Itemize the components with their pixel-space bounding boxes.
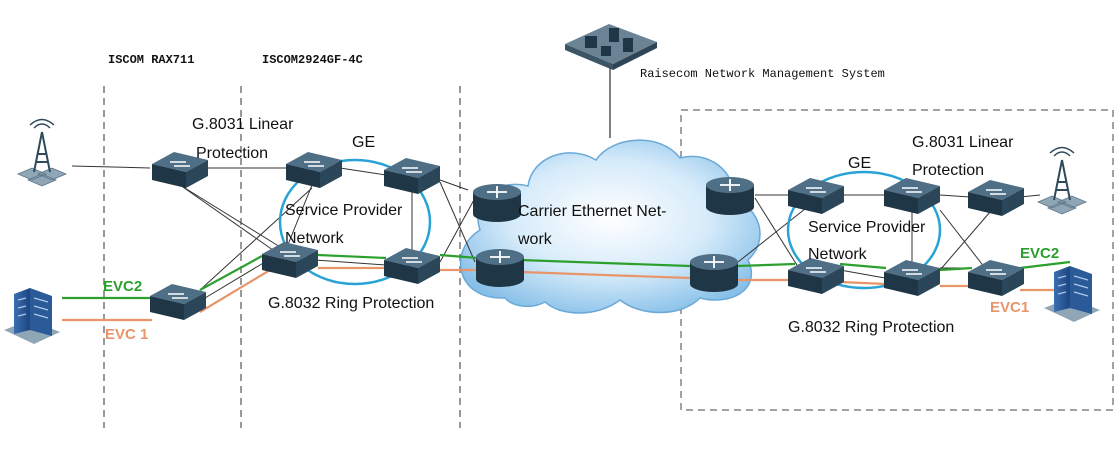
- right-linear-protection-line2: Protection: [912, 162, 985, 179]
- right-spn-line1: Service Provider: [808, 219, 926, 236]
- building-icon: [1044, 266, 1100, 322]
- router-icon: [473, 184, 521, 222]
- right-ring: [786, 170, 942, 290]
- left-evc2-label: EVC2: [103, 278, 143, 295]
- right-ring-protection: G.8032 Ring Protection: [788, 319, 955, 336]
- evc2-path: [62, 253, 1071, 300]
- cell-tower-icon: [16, 118, 68, 187]
- left-linear-protection-line2: Protection: [196, 145, 269, 162]
- header-rax711: ISCOM RAX711: [108, 53, 195, 67]
- nms-server-icon: [565, 24, 657, 70]
- right-spn-line2: Network: [808, 246, 867, 263]
- cell-tower-icon: [1036, 146, 1088, 215]
- switch-icon: [968, 180, 1024, 216]
- right-linear-protection-line1: G.8031 Linear: [912, 134, 1014, 151]
- switch-icon: [286, 152, 342, 188]
- switch-icon: [262, 242, 318, 278]
- cloud-label-line2: work: [518, 231, 552, 248]
- left-ring: [278, 158, 432, 286]
- switch-icon: [788, 258, 844, 294]
- header-gf4c: ISCOM2924GF-4C: [262, 53, 363, 67]
- right-evc1-label: EVC1: [990, 299, 1030, 316]
- building-icon: [4, 288, 60, 344]
- left-linear-protection-line1: G.8031 Linear: [192, 116, 294, 133]
- switch-icon: [152, 152, 208, 188]
- left-ring-protection: G.8032 Ring Protection: [268, 295, 435, 312]
- switch-icon: [384, 248, 440, 284]
- switch-icon: [884, 260, 940, 296]
- switch-icon: [384, 158, 440, 194]
- switch-icon: [884, 178, 940, 214]
- left-evc1-label: EVC 1: [105, 326, 149, 343]
- right-evc2-label: EVC2: [1020, 245, 1060, 262]
- router-icon: [476, 249, 524, 287]
- left-spn-line2: Network: [285, 230, 344, 247]
- left-ge-label: GE: [352, 134, 376, 151]
- router-icon: [706, 177, 754, 215]
- right-ge-label: GE: [848, 155, 872, 172]
- switch-icon: [968, 260, 1024, 296]
- left-spn-line1: Service Provider: [285, 202, 403, 219]
- switch-icon: [150, 284, 206, 320]
- switch-icon: [788, 178, 844, 214]
- cloud-label-line1: Carrier Ethernet Net-: [518, 203, 667, 220]
- evc1-path: [62, 266, 1070, 322]
- nms-label: Raisecom Network Management System: [640, 67, 885, 81]
- router-icon: [690, 254, 738, 292]
- links: [71, 165, 1041, 299]
